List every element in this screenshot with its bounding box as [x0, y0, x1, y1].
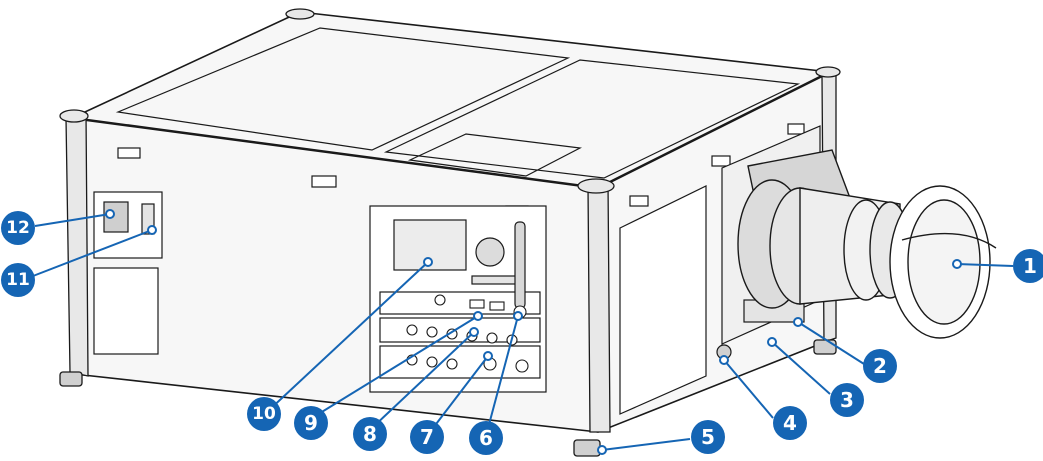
leader-line-4	[723, 359, 774, 419]
callout-9-label: 9	[304, 411, 318, 435]
leader-line-11	[32, 229, 153, 277]
callout-11-badge	[1, 263, 35, 297]
leader-dot-8	[469, 327, 479, 337]
callout-8: 8	[353, 417, 387, 451]
leader-dot-1	[952, 259, 962, 269]
leader-dot-4	[719, 355, 729, 365]
leader-dot-3	[767, 337, 777, 347]
callout-7-badge	[410, 420, 444, 454]
leader-dot-12	[105, 209, 115, 219]
callout-2-label: 2	[873, 354, 887, 378]
leader-dot-6	[513, 311, 523, 321]
callout-5-badge	[691, 420, 725, 454]
callout-10-label: 10	[252, 404, 276, 424]
callout-6-badge	[469, 421, 503, 455]
leader-line-10	[266, 261, 429, 413]
side-service-cover	[619, 185, 707, 415]
top-cover-left	[115, 27, 571, 151]
callout-7: 7	[410, 420, 444, 454]
callout-4-label: 4	[783, 411, 797, 435]
leader-line-5	[601, 438, 691, 451]
leader-dot-7	[483, 351, 493, 361]
leader-line-12	[34, 213, 111, 227]
callout-8-badge	[353, 417, 387, 451]
callout-3-badge	[830, 383, 864, 417]
leader-dot-10	[423, 257, 433, 267]
callout-10: 10	[247, 397, 281, 431]
callout-6: 6	[469, 421, 503, 455]
callout-3: 3	[830, 383, 864, 417]
leader-line-9	[311, 315, 479, 419]
top-cover-right	[383, 59, 801, 179]
foot-front-left	[59, 371, 83, 387]
callout-5: 5	[691, 420, 725, 454]
leader-line-7	[429, 355, 489, 433]
leader-line-2	[797, 321, 865, 365]
leader-line-3	[771, 341, 831, 395]
top-vent	[407, 133, 582, 177]
callouts: 1 2 3 4 5 6 7 8	[1, 211, 1043, 455]
callout-10-badge	[247, 397, 281, 431]
foot-rear-right	[813, 339, 837, 355]
leader-line-8	[371, 331, 475, 429]
keypad	[475, 237, 505, 267]
callout-9-badge	[294, 406, 328, 440]
callout-11: 11	[1, 263, 35, 297]
input-board-3	[379, 345, 541, 379]
leader-dot-2	[793, 317, 803, 327]
callout-11-label: 11	[6, 270, 30, 290]
callout-3-label: 3	[840, 388, 854, 412]
callout-12: 12	[1, 211, 35, 245]
callout-4-badge	[773, 406, 807, 440]
leader-endpoints	[105, 209, 962, 455]
io-connectors	[406, 294, 529, 373]
leader-dot-11	[147, 225, 157, 235]
lens-assembly	[737, 149, 997, 339]
leader-dot-5	[597, 445, 607, 455]
leader-line-1	[956, 263, 1014, 267]
callout-4: 4	[773, 406, 807, 440]
filter-panel	[93, 267, 159, 355]
leader-dot-9	[473, 311, 483, 321]
foot-front-right	[573, 439, 601, 457]
callout-1-badge	[1013, 249, 1043, 283]
callout-1: 1	[1013, 249, 1043, 283]
callout-12-label: 12	[6, 218, 30, 238]
leader-line-6	[486, 315, 519, 433]
callout-7-label: 7	[420, 425, 434, 449]
callout-6-label: 6	[479, 426, 493, 450]
callout-8-label: 8	[363, 422, 377, 446]
io-rack	[369, 205, 547, 393]
callout-2-badge	[863, 349, 897, 383]
leader-lines	[32, 213, 1014, 451]
callout-1-label: 1	[1023, 254, 1037, 278]
callout-12-badge	[1, 211, 35, 245]
callout-9: 9	[294, 406, 328, 440]
callout-5-label: 5	[701, 425, 715, 449]
callout-2: 2	[863, 349, 897, 383]
top-details	[71, 27, 831, 190]
antenna	[514, 221, 526, 309]
power-inlet-area	[93, 191, 163, 355]
